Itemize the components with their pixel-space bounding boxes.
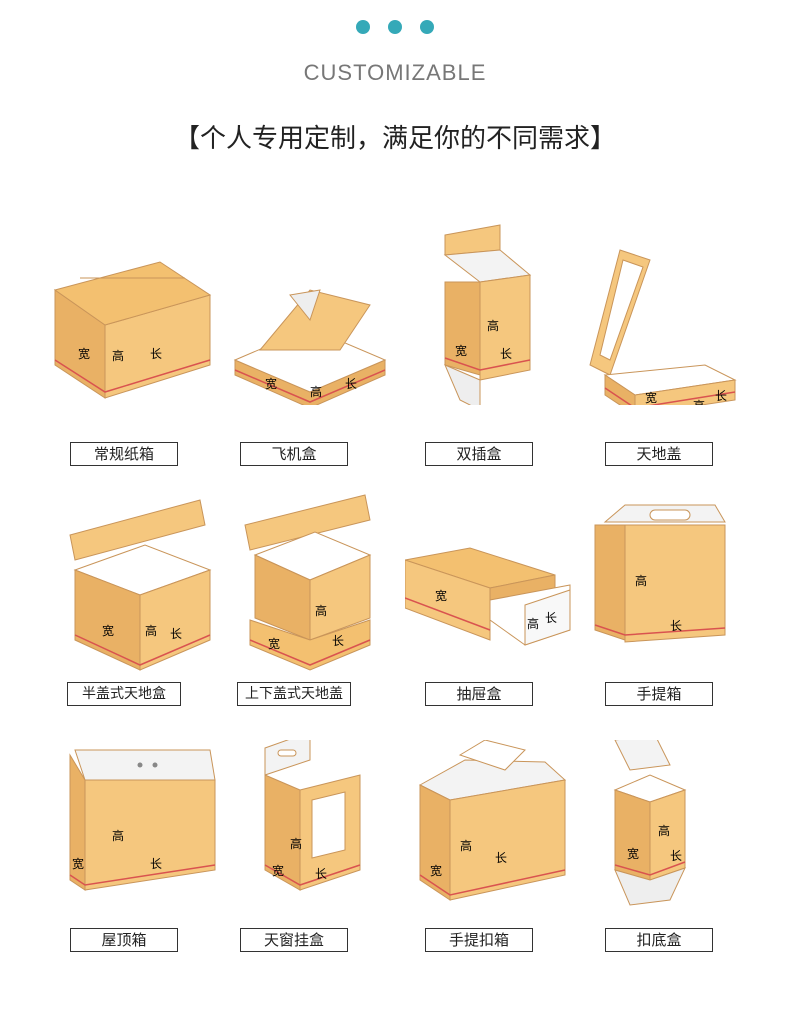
tuck-box-icon: 宽 高 长 — [443, 224, 532, 405]
box-label: 屋顶箱 — [70, 928, 178, 952]
dim-width-text: 宽 — [435, 588, 447, 603]
box-label: 抽屉盒 — [425, 682, 533, 706]
box-cell-snap-bottom-box: 宽 高 长 扣底盒 — [580, 740, 760, 970]
box-cell-half-lid-box: 宽 高 长 半盖式天地盒 — [45, 490, 225, 720]
dim-height-text: 高 — [145, 623, 157, 638]
box-cell-drawer-box: 宽 高 长 抽屉盒 — [400, 490, 580, 720]
dim-height-text: 高 — [487, 318, 499, 333]
dim-width-text: 宽 — [102, 623, 114, 638]
box-label: 半盖式天地盒 — [67, 682, 181, 706]
drawer-box-icon: 宽 高 长 — [405, 547, 571, 646]
box-label: 天窗挂盒 — [240, 928, 348, 952]
box-label: 天地盖 — [605, 442, 713, 466]
box-label: 手提箱 — [605, 682, 713, 706]
dim-height-text: 高 — [635, 573, 647, 588]
dim-height-text: 高 — [693, 398, 705, 405]
dim-height-text: 高 — [460, 838, 472, 853]
dim-length-text: 长 — [170, 627, 182, 641]
box-label: 手提扣箱 — [425, 928, 533, 952]
dim-width-text: 宽 — [72, 856, 84, 871]
handle-box-icon: 高 长 — [594, 504, 726, 643]
dim-height-text: 高 — [290, 836, 302, 851]
snap-bottom-box-icon: 宽 高 长 — [613, 740, 687, 906]
handle-lock-box-icon: 宽 高 长 — [418, 740, 567, 901]
box-label: 上下盖式天地盖 — [237, 682, 351, 706]
box-label: 双插盒 — [425, 442, 533, 466]
dim-length-text: 长 — [500, 347, 512, 361]
dim-length-text: 长 — [150, 857, 162, 871]
dim-length-text: 长 — [495, 851, 507, 865]
dim-width-text: 宽 — [78, 346, 90, 361]
dim-width-text: 宽 — [272, 863, 284, 878]
page-title: 【个人专用定制，满足你的不同需求】 — [173, 124, 616, 154]
dim-length-text: 长 — [715, 389, 727, 403]
box-cell-mailer-box: 宽 高 长 飞机盒 — [215, 220, 395, 466]
dot-icon — [420, 20, 434, 34]
box-cell-top-bottom-lid-box: 宽 高 长 上下盖式天地盖 — [215, 490, 395, 720]
dim-length-text: 长 — [315, 867, 327, 881]
dot-icon — [388, 20, 402, 34]
dim-height-text: 高 — [315, 603, 327, 618]
box-cell-roof-box: 宽 高 长 屋顶箱 — [45, 740, 225, 970]
dim-length-text: 长 — [670, 849, 682, 863]
box-label: 常规纸箱 — [70, 442, 178, 466]
box-cell-regular-carton: 宽 高 长 常规纸箱 — [45, 220, 225, 466]
dim-height-text: 高 — [658, 823, 670, 838]
dim-length-text: 长 — [670, 619, 682, 633]
roof-box-icon: 宽 高 长 — [69, 749, 216, 891]
box-cell-tuck-box: 宽 高 长 双插盒 — [400, 220, 580, 466]
mailer-box-icon: 宽 高 长 — [233, 289, 387, 405]
dim-width-text: 宽 — [627, 846, 639, 861]
dim-width-text: 宽 — [268, 636, 280, 651]
dim-width-text: 宽 — [455, 343, 467, 358]
dim-width-text: 宽 — [430, 863, 442, 878]
subtitle: CUSTOMIZABLE — [303, 60, 487, 85]
box-label: 扣底盒 — [605, 928, 713, 952]
dim-length-text: 长 — [150, 347, 162, 361]
box-cell-lid-base-box: 宽 高 长 天地盖 — [580, 220, 760, 466]
top-bottom-lid-box-icon: 宽 高 长 — [244, 494, 372, 671]
regular-carton-icon: 宽 高 长 — [53, 261, 212, 399]
dim-length-text: 长 — [345, 377, 357, 391]
dim-length-text: 长 — [545, 611, 557, 625]
box-cell-handle-lock-box: 宽 高 长 手提扣箱 — [400, 740, 580, 970]
box-label: 飞机盒 — [240, 442, 348, 466]
lid-base-box-icon: 宽 高 长 — [589, 249, 737, 405]
box-cell-window-hanging-box: 宽 高 长 天窗挂盒 — [215, 740, 395, 970]
dim-height-text: 高 — [527, 616, 539, 631]
dim-height-text: 高 — [112, 348, 124, 363]
dim-width-text: 宽 — [265, 376, 277, 391]
dim-height-text: 高 — [112, 828, 124, 843]
dim-height-text: 高 — [310, 384, 322, 399]
dim-width-text: 宽 — [645, 390, 657, 405]
window-hanging-box-icon: 宽 高 长 — [264, 740, 361, 891]
dot-icon — [356, 20, 370, 34]
half-lid-box-icon: 宽 高 长 — [69, 499, 212, 671]
dim-length-text: 长 — [332, 634, 344, 648]
decorative-dots — [0, 20, 790, 34]
box-cell-handle-box: 高 长 手提箱 — [580, 490, 760, 720]
